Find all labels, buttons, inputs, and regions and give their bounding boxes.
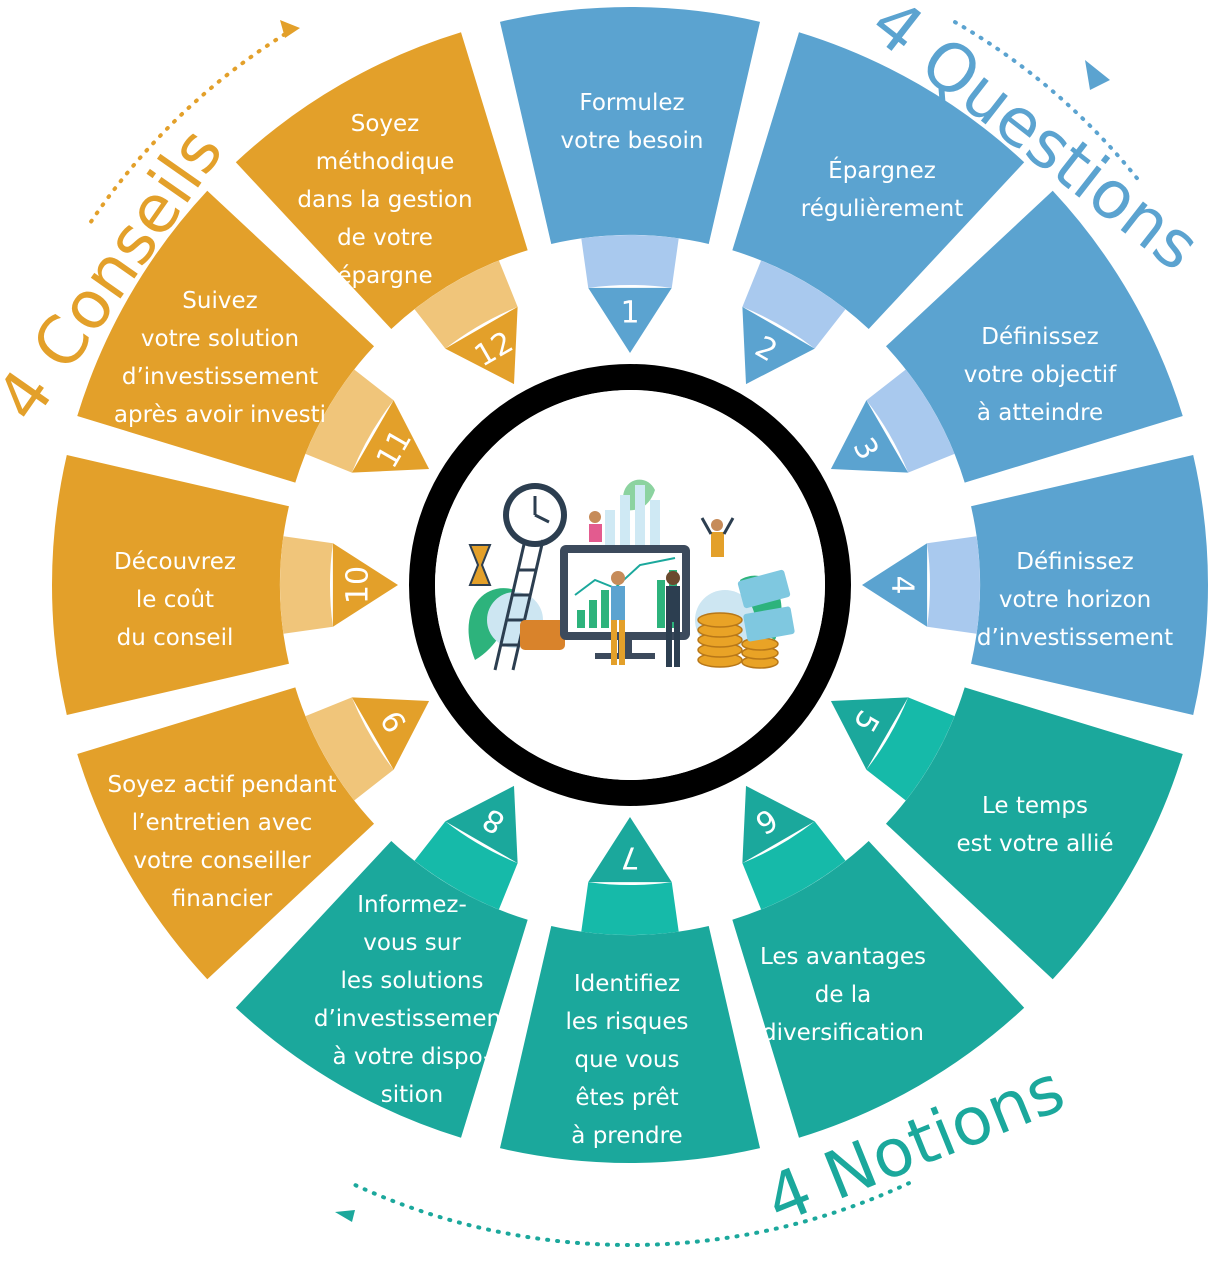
segment-arrow	[332, 543, 398, 627]
segment-arrow	[742, 785, 815, 864]
segment-number: 4	[885, 575, 920, 594]
segment-petal	[971, 454, 1208, 716]
segment-label: Découvrez le coût du conseil	[114, 549, 236, 651]
arrowhead-icon	[280, 20, 300, 38]
arrowhead-icon	[335, 1210, 355, 1222]
segment-arrow	[445, 785, 518, 864]
segment-petal	[51, 454, 289, 716]
segment-petal	[732, 840, 1025, 1138]
segment-arrow	[862, 543, 928, 627]
segment-label: Formulez votre besoin	[560, 90, 704, 154]
segment-label: Le temps est votre allié	[956, 793, 1114, 857]
segment-petal	[499, 926, 761, 1163]
segment-1: 1	[499, 6, 761, 353]
segment-inner-band	[581, 882, 679, 935]
banknote-icon	[737, 569, 795, 642]
segment-label: Suivez votre solution d’investissement a…	[113, 288, 327, 428]
coins-icon	[697, 612, 779, 669]
segment-arrow	[351, 697, 430, 770]
segment-petal	[885, 687, 1183, 980]
wallet-icon	[520, 620, 565, 650]
hourglass-icon	[468, 544, 492, 586]
segment-petal	[499, 6, 761, 244]
dotted-arrow-notions	[349, 1181, 911, 1247]
segment-petal	[235, 32, 528, 330]
segment-label: Informez- vous sur les solutions d’inves…	[313, 892, 511, 1108]
segment-arrow	[588, 817, 672, 883]
segment-5: 5	[830, 687, 1183, 980]
bar-chart-icon	[605, 485, 660, 560]
segment-inner-band	[927, 536, 980, 634]
segment-8: 8	[235, 785, 528, 1138]
segment-2: 2	[732, 32, 1025, 385]
segment-label: Identifiez les risques que vous êtes prê…	[565, 971, 689, 1149]
segment-arrow	[742, 306, 815, 385]
segment-number: 1	[620, 296, 639, 331]
segment-petal	[77, 190, 375, 483]
segment-number: 10	[341, 566, 376, 604]
dotted-arrow-conseils	[89, 31, 288, 224]
segment-petal	[235, 840, 528, 1138]
person-icon	[666, 571, 680, 667]
segment-inner-band	[866, 369, 955, 473]
segment-petal	[732, 32, 1025, 330]
segment-inner-band	[414, 821, 518, 910]
segment-petal	[885, 190, 1183, 483]
clock-icon	[503, 483, 567, 547]
segment-number: 7	[620, 840, 639, 875]
segment-label: Soyez méthodique dans la gestion de votr…	[297, 111, 473, 289]
segment-inner-band	[279, 536, 333, 634]
segment-7: 7	[499, 817, 761, 1163]
segment-inner-band	[305, 697, 394, 801]
segment-label: Les avantages de la diversification	[759, 944, 927, 1046]
segment-inner-band	[742, 260, 846, 349]
person-icon	[611, 571, 625, 665]
segment-inner-band	[414, 260, 518, 349]
segment-inner-band	[305, 369, 394, 473]
segment-label: Soyez actif pendant l’entretien avec vot…	[107, 772, 337, 912]
segment-inner-band	[866, 697, 955, 801]
segment-inner-band	[742, 821, 846, 910]
financial-advice-illustration	[468, 479, 795, 671]
segment-arrow	[445, 306, 518, 385]
segment-arrow	[830, 697, 909, 770]
dotted-arrow-questions	[953, 20, 1145, 187]
segment-6: 6	[732, 785, 1025, 1138]
segment-11: 11	[77, 190, 430, 483]
segment-label: Épargnez régulièrement	[800, 158, 964, 222]
segment-arrow	[351, 400, 430, 473]
segment-arrow	[830, 400, 909, 473]
segment-12: 12	[235, 32, 528, 385]
segment-arrow	[588, 287, 672, 353]
segment-3: 3	[830, 190, 1183, 483]
segment-4: 4	[862, 454, 1208, 716]
person-icon	[700, 517, 735, 557]
ladder-icon	[493, 539, 545, 671]
segment-10: 10	[51, 454, 398, 716]
person-icon	[589, 511, 602, 542]
arrowhead-icon	[1085, 60, 1110, 90]
segment-inner-band	[581, 235, 679, 288]
center-ring	[409, 364, 851, 806]
segment-petal	[77, 687, 375, 980]
segment-label: Définissez votre horizon d’investissemen…	[976, 549, 1174, 651]
segment-9: 9	[77, 687, 430, 980]
segment-label: Définissez votre objectif à atteindre	[963, 324, 1117, 426]
